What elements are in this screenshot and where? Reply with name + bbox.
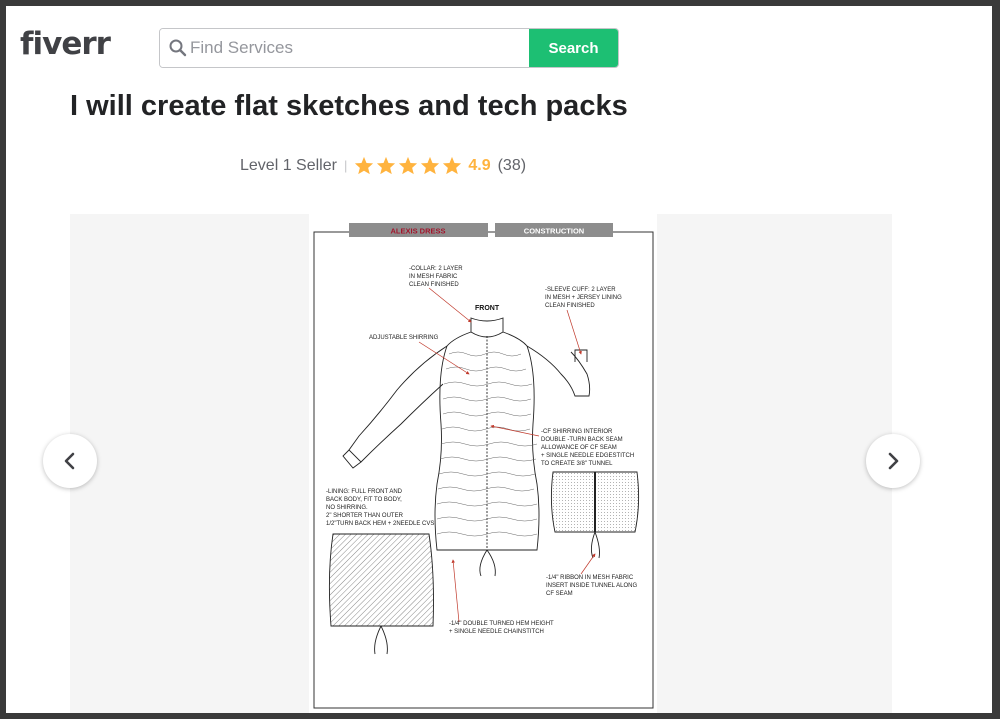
star-icon xyxy=(443,156,462,175)
seller-overview: Level 1 Seller | 4.9 (38) xyxy=(240,156,526,175)
star-icon xyxy=(421,156,440,175)
separator: | xyxy=(343,158,348,173)
search-input[interactable] xyxy=(190,29,520,67)
star-rating xyxy=(354,156,462,175)
search-button[interactable]: Search xyxy=(529,29,618,67)
star-icon xyxy=(377,156,396,175)
note-cf-4: + SINGLE NEEDLE EDGESTITCH xyxy=(541,453,634,459)
star-icon xyxy=(399,156,418,175)
note-hem-1: -1/4" DOUBLE TURNED HEM HEIGHT xyxy=(449,621,554,627)
note-sleeve-2: IN MESH + JERSEY LINING xyxy=(545,295,622,301)
search-bar: Search xyxy=(159,28,619,68)
review-count[interactable]: (38) xyxy=(497,156,527,174)
sketch-header-left: ALEXIS DRESS xyxy=(390,227,445,236)
note-cf-5: TO CREATE 3/8" TUNNEL xyxy=(541,461,613,467)
note-hem-2: + SINGLE NEEDLE CHAINSTITCH xyxy=(449,629,544,635)
note-ribbon-2: INSERT INSIDE TUNNEL ALONG xyxy=(546,583,637,589)
note-cf-3: ALLOWANCE OF CF SEAM xyxy=(541,445,617,451)
gallery-prev-button[interactable] xyxy=(43,434,97,488)
note-lining-2: BACK BODY, FIT TO BODY, xyxy=(326,497,402,503)
note-lining-3: NO SHIRRING. xyxy=(326,505,368,511)
seller-level: Level 1 Seller xyxy=(240,156,337,174)
gig-gallery: ALEXIS DRESS CONSTRUCTION -COLLAR: 2 LAY… xyxy=(70,214,892,713)
search-icon xyxy=(169,39,187,57)
note-lining-4: 2" SHORTER THAN OUTER xyxy=(326,513,404,519)
gallery-next-button[interactable] xyxy=(866,434,920,488)
note-cf-1: -CF SHIRRING INTERIOR xyxy=(541,429,613,435)
note-cf-2: DOUBLE -TURN BACK SEAM xyxy=(541,437,623,443)
note-lining-1: -LINING: FULL FRONT AND xyxy=(326,489,403,495)
note-ribbon-1: -1/4" RIBBON IN MESH FABRIC xyxy=(546,575,634,581)
chevron-left-icon xyxy=(64,452,75,470)
note-lining-5: 1/2"TURN BACK HEM + 2NEEDLE CVS xyxy=(326,521,434,527)
note-collar-3: CLEAN FINISHED xyxy=(409,282,459,288)
note-sleeve-3: CLEAN FINISHED xyxy=(545,303,595,309)
note-collar-1: -COLLAR: 2 LAYER xyxy=(409,266,463,272)
gig-title: I will create flat sketches and tech pac… xyxy=(70,90,628,122)
page: fiverr Search I will create flat sketche… xyxy=(6,6,992,713)
note-sleeve-1: -SLEEVE CUFF: 2 LAYER xyxy=(545,287,616,293)
sketch-front-label: FRONT xyxy=(475,305,500,312)
note-collar-2: IN MESH FABRIC xyxy=(409,274,458,280)
search-field[interactable] xyxy=(160,29,529,67)
star-icon xyxy=(355,156,374,175)
gallery-slide[interactable]: ALEXIS DRESS CONSTRUCTION -COLLAR: 2 LAY… xyxy=(309,214,657,713)
tech-sketch-image: ALEXIS DRESS CONSTRUCTION -COLLAR: 2 LAY… xyxy=(313,223,654,709)
rating-score: 4.9 xyxy=(468,156,491,174)
chevron-right-icon xyxy=(888,452,899,470)
note-ribbon-3: CF SEAM xyxy=(546,591,573,597)
fiverr-logo[interactable]: fiverr xyxy=(20,26,111,62)
note-shirring: ADJUSTABLE SHIRRING xyxy=(369,335,439,341)
sketch-header-right: CONSTRUCTION xyxy=(524,227,584,236)
